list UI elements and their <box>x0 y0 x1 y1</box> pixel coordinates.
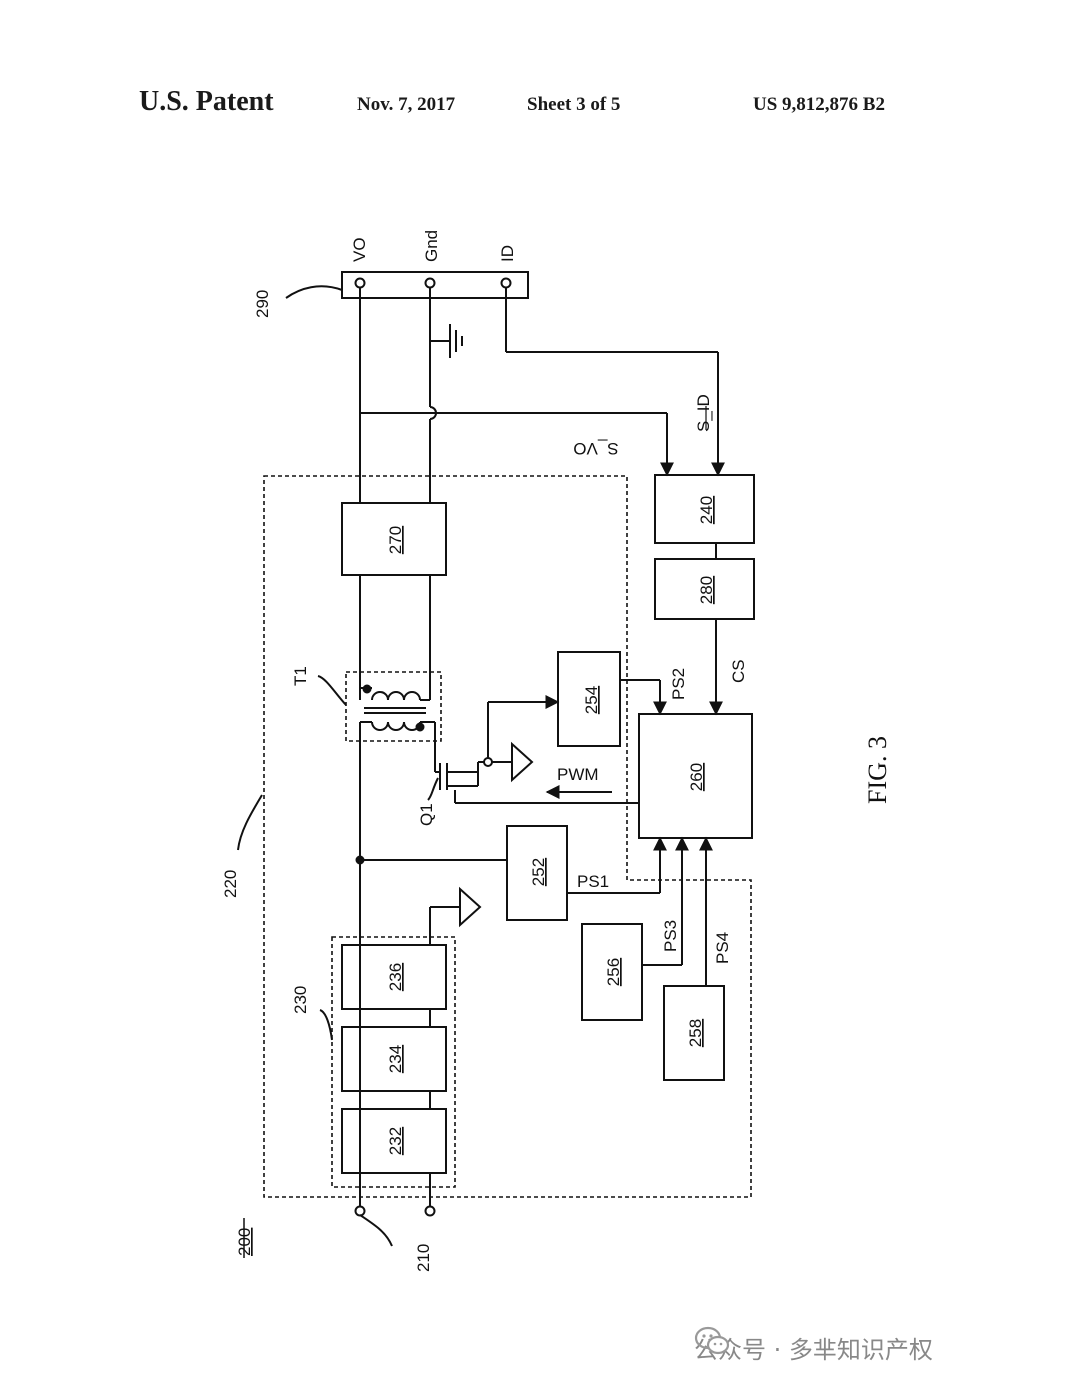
signal-pwm: PWM <box>557 765 599 784</box>
ref-210: 210 <box>414 1244 433 1272</box>
figure-caption: FIG. 3 <box>863 736 892 804</box>
connector-290 <box>341 271 529 299</box>
block-252-number: 252 <box>529 858 548 886</box>
signal-s-vo: S_VO <box>573 439 618 458</box>
block-280 <box>654 558 755 620</box>
block-280-number: 280 <box>697 576 716 604</box>
sheet-number: Sheet 3 of 5 <box>527 94 621 115</box>
ref-290: 290 <box>253 290 272 318</box>
block-258 <box>663 985 725 1081</box>
block-256-number: 256 <box>604 958 623 986</box>
block-232-number: 232 <box>386 1127 405 1155</box>
pin-id-label: ID <box>498 245 517 262</box>
block-256 <box>581 923 643 1021</box>
block-270 <box>341 502 447 576</box>
pin-gnd-label: Gnd <box>422 230 441 262</box>
block-236-number: 236 <box>386 963 405 991</box>
signal-ps4: PS4 <box>713 932 732 964</box>
block-260 <box>638 713 753 839</box>
boundary-220 <box>263 475 752 1198</box>
boundary-230 <box>331 936 456 1188</box>
ref-230: 230 <box>291 986 310 1014</box>
block-234 <box>341 1026 447 1092</box>
pin-vo-label: VO <box>350 237 369 262</box>
signal-ps1: PS1 <box>577 872 609 891</box>
block-254 <box>557 651 621 747</box>
component-q1-label: Q1 <box>417 803 436 826</box>
patent-date: Nov. 7, 2017 <box>357 94 456 115</box>
block-234-number: 234 <box>386 1045 405 1073</box>
figure-caption-wrap: FIG. 3 <box>863 736 892 804</box>
patent-label: U.S. Patent <box>139 86 274 117</box>
block-260-number: 260 <box>687 763 706 791</box>
ref-220: 220 <box>221 870 240 898</box>
signal-ps2: PS2 <box>669 668 688 700</box>
block-236 <box>341 944 447 1010</box>
boundary-t1 <box>345 671 442 742</box>
block-270-number: 270 <box>386 526 405 554</box>
signal-s-id: S_ID <box>694 394 713 432</box>
wechat-icon <box>694 1326 730 1355</box>
patent-number: US 9,812,876 B2 <box>753 94 885 115</box>
signal-ps3: PS3 <box>661 920 680 952</box>
block-232 <box>341 1108 447 1174</box>
watermark-text: 公众号 · 多芈知识产权 <box>694 1335 933 1364</box>
block-252 <box>506 825 568 921</box>
block-254-number: 254 <box>582 686 601 714</box>
component-t1-label: T1 <box>291 666 310 686</box>
watermark: 公众号 · 多芈知识产权 <box>694 1325 933 1369</box>
block-240-number: 240 <box>697 496 716 524</box>
block-240 <box>654 474 755 544</box>
block-258-number: 258 <box>686 1019 705 1047</box>
signal-cs: CS <box>729 659 748 683</box>
ref-200: 200 <box>235 1228 254 1256</box>
